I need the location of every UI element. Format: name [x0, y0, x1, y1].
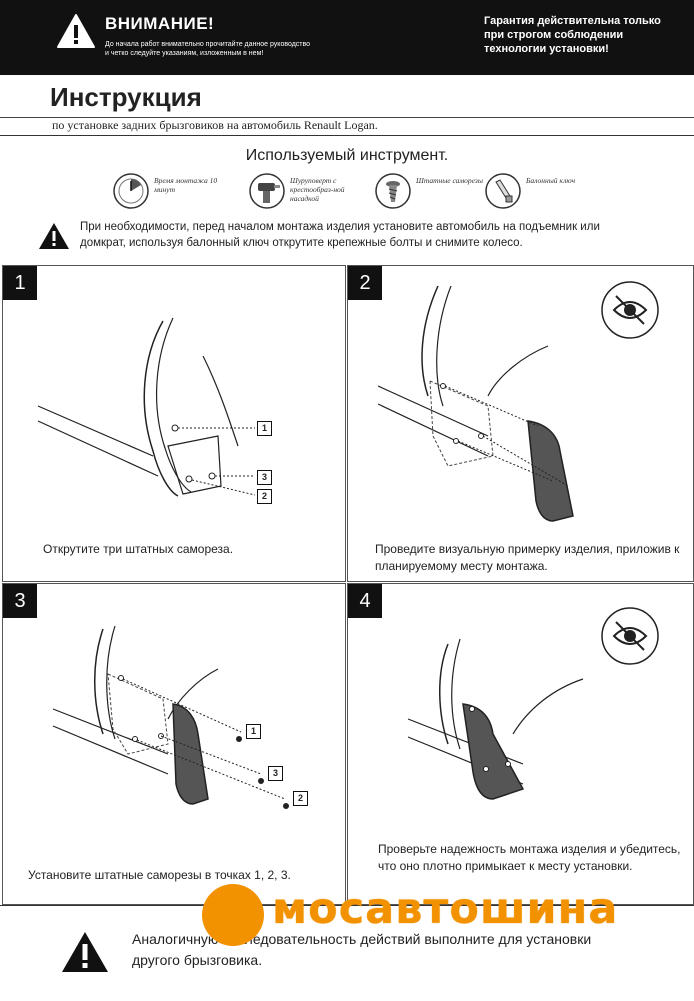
callout-label: 3 — [257, 470, 272, 485]
step-4-illustration — [407, 638, 584, 800]
callout-label: 1 — [246, 724, 261, 739]
tool-label: Балонный ключ — [526, 176, 576, 185]
warning-icon — [62, 932, 108, 972]
tool-item: Шуруповерт с крестообраз-ной насадкой — [248, 172, 345, 212]
step-panel-1: 1 1 3 2 Открутите три штатных самореза. — [2, 265, 346, 582]
step-panel-4: 4 Проверьте надежность монтажа изделия и… — [347, 583, 694, 905]
eye-check-icon — [601, 281, 659, 339]
tool-label: Штатные саморезы — [416, 176, 483, 185]
warning-text: До начала работ внимательно прочитайте д… — [105, 41, 311, 57]
step-caption: Открутите три штатных самореза. — [43, 542, 234, 556]
callout-label: 1 — [257, 421, 272, 436]
title-section — [0, 75, 694, 136]
step-3-illustration — [52, 625, 289, 809]
step-number: 4 — [348, 584, 382, 618]
callout-label: 2 — [293, 791, 308, 806]
warning-icon — [57, 14, 95, 48]
screw-icon — [375, 173, 411, 209]
warning-banner: ВНИМАНИЕ! До начала работ внимательно пр… — [0, 0, 694, 75]
tools-heading: Используемый инструмент. — [245, 147, 449, 164]
step-caption: Проверьте надежность монтажа изделия и у… — [378, 842, 681, 873]
step-caption: Проведите визуальную примерку изделия, п… — [375, 542, 680, 573]
brand-logo-dot — [202, 884, 264, 946]
step-number: 2 — [348, 266, 382, 300]
step-number: 1 — [3, 266, 37, 300]
brand-watermark-text: мосавтошина — [272, 884, 619, 934]
tool-item: Время монтажа 10 минут — [112, 172, 217, 212]
callout-label: 2 — [257, 489, 272, 504]
divider — [0, 117, 694, 118]
page-subtitle: по установке задних брызговиков на автом… — [52, 118, 378, 132]
tool-label: Шуруповерт с крестообраз-ной насадкой — [290, 176, 345, 203]
warning-title: ВНИМАНИЕ! — [105, 14, 215, 33]
tool-item: Балонный ключ — [484, 172, 575, 212]
callout-label: 3 — [268, 766, 283, 781]
warning-icon — [39, 223, 69, 249]
step-caption: Установите штатные саморезы в точках 1, … — [28, 868, 291, 882]
step-1-illustration — [37, 317, 256, 497]
step-panel-3: 3 1 3 2 Установите штатные саморезы в то… — [2, 583, 346, 905]
step-number: 3 — [3, 584, 37, 618]
clock-icon — [113, 173, 149, 209]
guarantee-text: Гарантия действительна только при строго… — [484, 15, 661, 55]
screwdriver-icon — [249, 173, 285, 209]
wrench-icon — [485, 173, 521, 209]
step-2-illustration — [377, 286, 574, 522]
page-title: Инструкция — [50, 82, 202, 112]
footer-section — [0, 905, 694, 1001]
tool-label: Время монтажа 10 минут — [154, 176, 218, 194]
eye-check-icon — [601, 607, 659, 665]
tool-item: Штатные саморезы — [374, 172, 483, 212]
brand-watermark: мосавтошина — [202, 880, 672, 956]
step-panel-2: 2 Проведите визуальную примерку изделия,… — [347, 265, 694, 582]
preparation-note: При необходимости, перед началом монтажа… — [80, 221, 600, 249]
